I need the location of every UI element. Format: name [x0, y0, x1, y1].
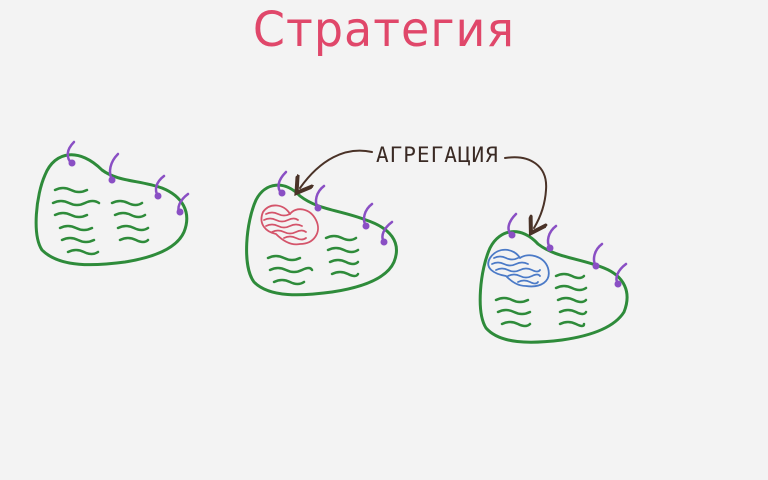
object-2-aggregate: [260, 204, 319, 246]
arrow-to-object-2: [300, 149, 373, 188]
object-2: [245, 170, 398, 297]
aggregation-label: АГРЕГАЦИЯ: [376, 143, 499, 167]
object-3-outline: [478, 230, 629, 344]
object-1-hooks: [66, 140, 190, 216]
arrow-to-object-3: [504, 156, 546, 228]
object-3: [478, 212, 629, 344]
page-title: Стратегия: [252, 0, 516, 58]
object-3-aggregate: [487, 248, 550, 288]
object-1-outline: [34, 153, 189, 267]
object-2-text-lines: [266, 234, 360, 286]
object-3-text-lines: [494, 272, 588, 328]
object-2-outline: [245, 183, 398, 297]
object-2-hooks: [277, 170, 394, 246]
object-1: [34, 140, 190, 267]
object-3-hooks: [507, 212, 628, 288]
object-1-text-lines: [51, 186, 150, 256]
